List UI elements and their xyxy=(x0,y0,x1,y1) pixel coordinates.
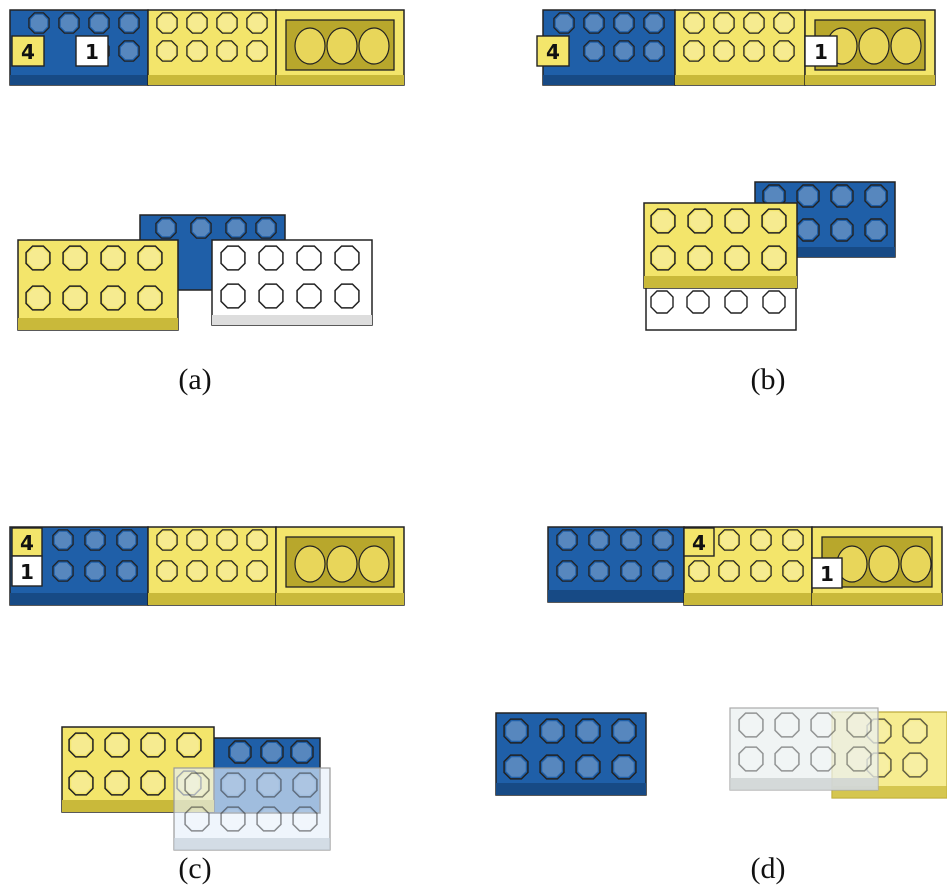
studs-top-a xyxy=(28,12,390,65)
caption-b: (b) xyxy=(750,363,786,396)
tag-1-d-label: 1 xyxy=(820,562,834,586)
tag-4-c-label: 4 xyxy=(20,531,34,555)
studs-top-c xyxy=(52,529,390,583)
panel-a: 4 1 xyxy=(9,9,405,331)
tag-4-d: 4 xyxy=(683,527,715,557)
brick-cluster-c xyxy=(61,726,331,851)
caption-a: (a) xyxy=(178,363,212,396)
panel-d: 4 1 xyxy=(495,526,947,799)
tag-1-b-label: 1 xyxy=(814,40,828,64)
tag-4-a: 4 xyxy=(11,35,45,67)
tag-1-a: 1 xyxy=(75,35,109,67)
tag-1-c: 1 xyxy=(11,555,43,587)
brick-cluster-d xyxy=(495,707,947,799)
caption-d: (d) xyxy=(750,852,786,885)
tag-4-c: 4 xyxy=(11,527,43,557)
brick-cluster-b xyxy=(643,181,896,331)
tag-1-c-label: 1 xyxy=(20,560,34,584)
panel-c: 4 1 xyxy=(9,526,405,851)
brick-cluster-a xyxy=(17,214,373,331)
tag-4-d-label: 4 xyxy=(692,531,706,555)
tag-1-a-label: 1 xyxy=(85,40,99,64)
tag-1-b: 1 xyxy=(804,35,838,67)
tag-4-b: 4 xyxy=(536,35,570,67)
caption-c: (c) xyxy=(178,852,212,885)
tag-4-b-label: 4 xyxy=(546,40,560,64)
studs-top-d xyxy=(556,529,932,583)
tag-1-d: 1 xyxy=(811,557,843,589)
panel-b: 4 1 xyxy=(536,9,936,331)
tag-4-a-label: 4 xyxy=(21,40,35,64)
